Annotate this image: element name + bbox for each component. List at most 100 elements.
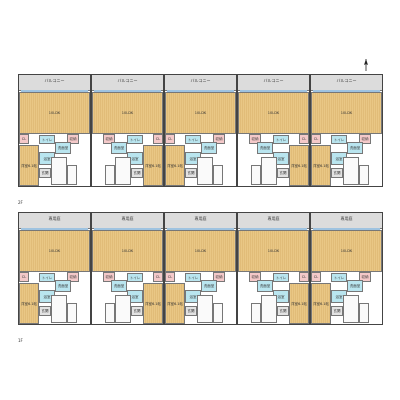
washroom-label: 洗面室 [113, 146, 125, 150]
bedroom-label: 洋室6.1帖 [312, 163, 330, 168]
closet-label: CL [313, 275, 319, 279]
closet-label: CL [155, 275, 161, 279]
bedroom: 洋室6.1帖 [143, 145, 163, 186]
toilet-label: トイレ [129, 137, 141, 142]
private-garden: 専用庭 [311, 213, 382, 229]
window [167, 90, 234, 92]
washroom: 洗面室 [55, 142, 71, 154]
washroom-label: 洗面室 [203, 284, 215, 288]
storage-label: 収納 [69, 137, 77, 141]
hallway [197, 157, 213, 185]
toilet: トイレ [127, 135, 143, 144]
bathroom-label: 浴室 [277, 294, 285, 299]
storage: 収納 [103, 272, 115, 282]
washroom-label: 洗面室 [259, 146, 271, 150]
entrance: 玄関 [131, 306, 143, 316]
bedroom-label: 洋室6.1帖 [144, 301, 162, 306]
stairs-entry [67, 303, 77, 323]
bedroom-label: 洋室6.1帖 [166, 301, 184, 306]
ldk-room: 10LDK [165, 230, 236, 272]
storage-label: 収納 [215, 275, 223, 279]
bedroom-label: 洋室6.1帖 [166, 163, 184, 168]
toilet-label: トイレ [41, 275, 53, 280]
stairs-entry [105, 165, 115, 185]
bathroom-label: 浴室 [189, 156, 197, 161]
outdoor-label: バルコニー [44, 78, 65, 83]
window [21, 90, 88, 92]
ldk-room-label: 10LDK [267, 249, 280, 253]
ldk-room-label: 10LDK [121, 111, 134, 115]
ldk-room: 10LDK [238, 92, 309, 134]
storage-label: 収納 [105, 275, 113, 279]
storage: 収納 [103, 134, 115, 144]
closet-label: CL [301, 137, 307, 141]
bathroom: 浴室 [127, 290, 143, 303]
bathroom-label: 浴室 [131, 156, 139, 161]
entrance-label: 玄関 [41, 309, 49, 313]
washroom-label: 洗面室 [57, 284, 69, 288]
balcony: バルコニー [165, 75, 236, 91]
toilet: トイレ [185, 273, 201, 282]
toilet: トイレ [273, 273, 289, 282]
ldk-room: 10LDK [238, 230, 309, 272]
bedroom: 洋室6.1帖 [165, 283, 185, 324]
storage: 収納 [359, 272, 371, 282]
entrance: 玄関 [131, 168, 143, 178]
window [240, 90, 307, 92]
ldk-room: 10LDK [19, 92, 90, 134]
balcony: バルコニー [92, 75, 163, 91]
closet: CL [299, 134, 309, 144]
washroom: 洗面室 [111, 280, 127, 292]
toilet: トイレ [273, 135, 289, 144]
bedroom: 洋室6.1帖 [311, 283, 331, 324]
bedroom: 洋室6.1帖 [165, 145, 185, 186]
washroom: 洗面室 [257, 142, 273, 154]
toilet-label: トイレ [275, 275, 287, 280]
hallway [51, 295, 67, 323]
toilet-label: トイレ [41, 137, 53, 142]
window [94, 90, 161, 92]
stairs-entry [251, 165, 261, 185]
outdoor-label: バルコニー [336, 78, 357, 83]
bathroom: 浴室 [273, 152, 289, 165]
floor-label: 2F [18, 200, 23, 205]
toilet: トイレ [39, 273, 55, 282]
window [313, 90, 380, 92]
storage: 収納 [67, 134, 79, 144]
outdoor-label: 専用庭 [121, 216, 134, 221]
balcony: バルコニー [311, 75, 382, 91]
bedroom-label: 洋室6.1帖 [144, 163, 162, 168]
storage-label: 収納 [69, 275, 77, 279]
stairs-entry [213, 303, 223, 323]
storage-label: 収納 [215, 137, 223, 141]
washroom: 洗面室 [201, 142, 217, 154]
hallway [343, 295, 359, 323]
closet: CL [19, 134, 29, 144]
hallway [343, 157, 359, 185]
outdoor-label: 専用庭 [194, 216, 207, 221]
closet: CL [153, 272, 163, 282]
stairs-entry [67, 165, 77, 185]
bathroom-label: 浴室 [43, 156, 51, 161]
washroom-label: 洗面室 [349, 146, 361, 150]
closet: CL [153, 134, 163, 144]
ldk-room-label: 10LDK [121, 249, 134, 253]
closet-label: CL [167, 137, 173, 141]
bedroom-label: 洋室6.1帖 [20, 163, 38, 168]
stairs-entry [213, 165, 223, 185]
private-garden: 専用庭 [92, 213, 163, 229]
private-garden: 専用庭 [19, 213, 90, 229]
ldk-room: 10LDK [92, 230, 163, 272]
closet: CL [299, 272, 309, 282]
private-garden: 専用庭 [238, 213, 309, 229]
closet: CL [165, 134, 175, 144]
entrance: 玄関 [39, 168, 51, 178]
